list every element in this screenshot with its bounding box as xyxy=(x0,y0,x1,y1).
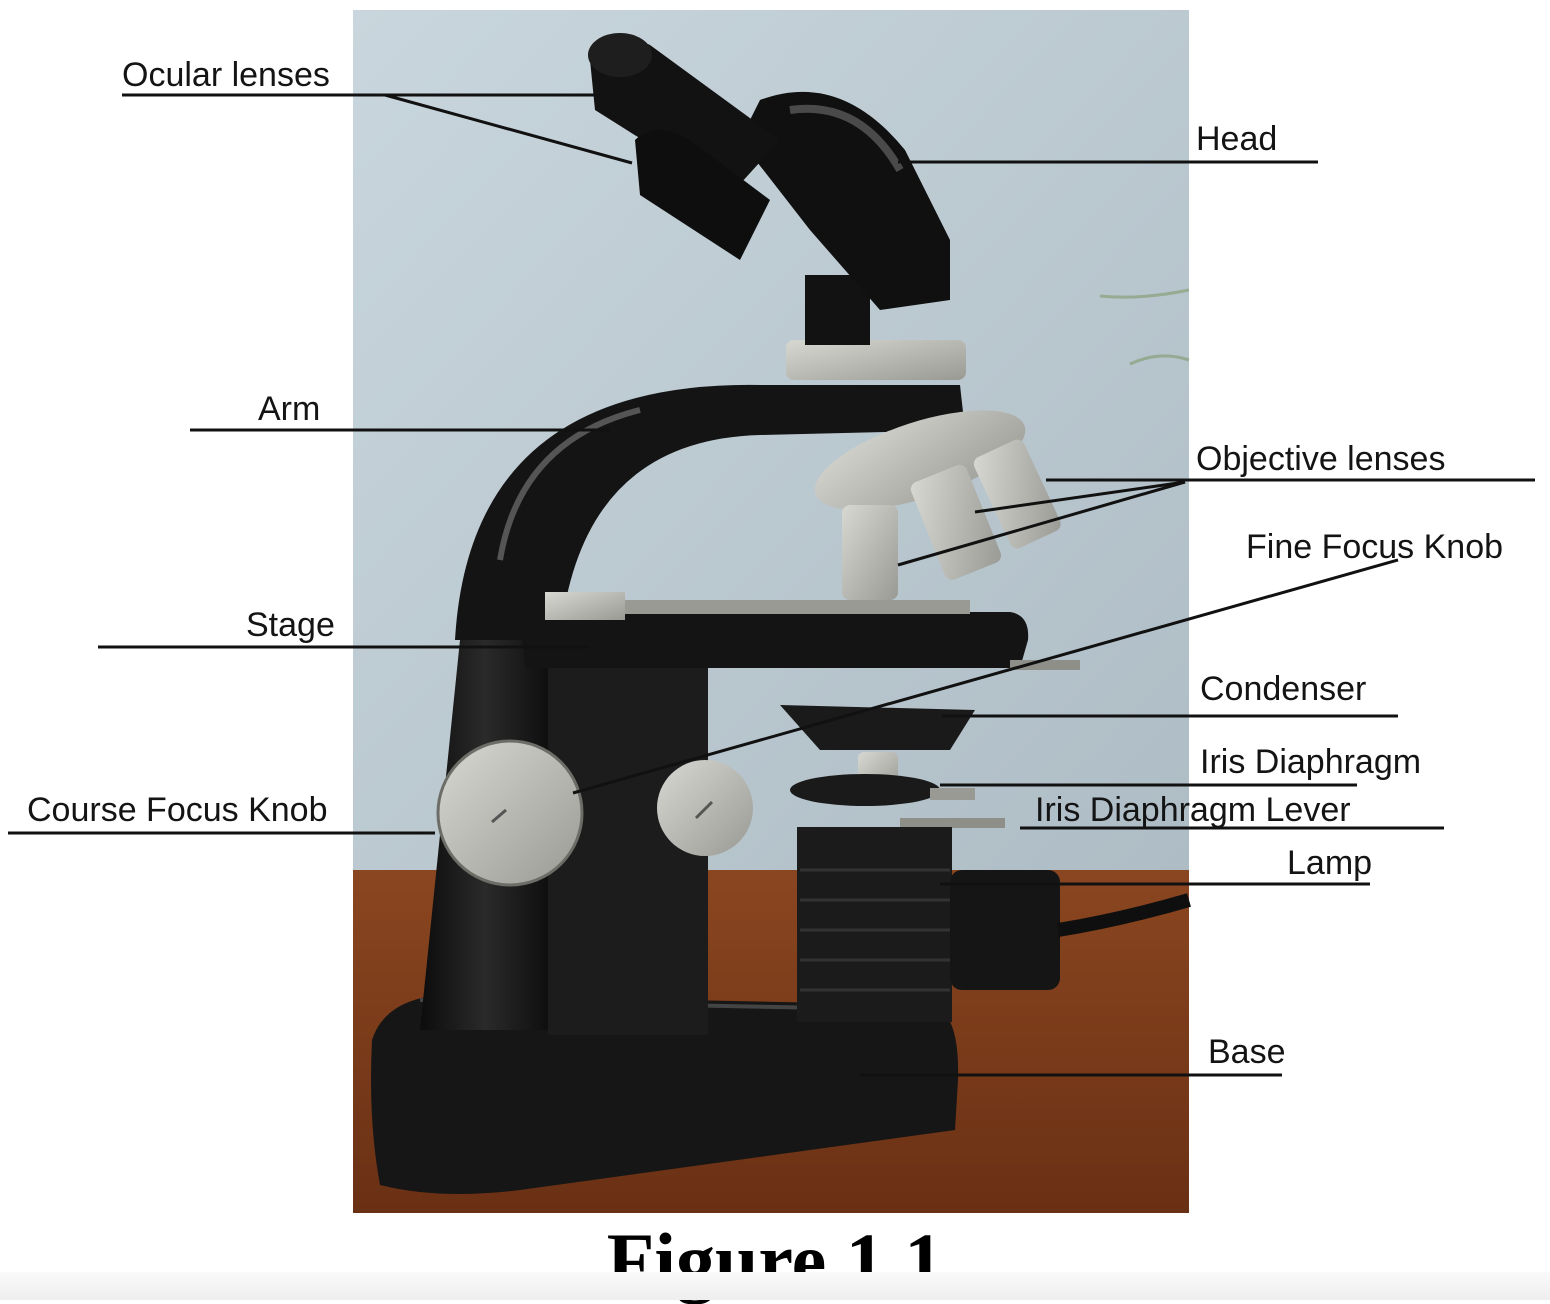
label-lamp: Lamp xyxy=(1287,844,1373,882)
label-iris-diaphragm: Iris Diaphragm xyxy=(1200,743,1422,781)
turret-disc xyxy=(814,410,1026,510)
label-objective-lenses: Objective lenses xyxy=(1196,440,1446,478)
stage-clip xyxy=(545,592,625,620)
nosepiece-collar xyxy=(786,340,966,380)
plant-leaves xyxy=(1099,288,1190,366)
iris-lever-shape xyxy=(930,788,975,800)
label-stage: Stage xyxy=(246,606,335,644)
course-focus-knob-shape xyxy=(438,741,582,885)
objective-lenses-line-branch-1 xyxy=(974,480,1186,514)
lamp-socket xyxy=(950,870,1060,990)
objective-lens-3 xyxy=(973,439,1061,549)
stage-top xyxy=(590,600,970,614)
leader-lines xyxy=(8,93,1535,1077)
ocular-lenses-line-branch xyxy=(384,93,633,165)
head-body xyxy=(740,91,950,311)
ocular-eyepiece xyxy=(588,33,652,77)
condenser-shape xyxy=(780,705,975,750)
label-ocular-lenses: Ocular lenses xyxy=(122,56,330,94)
focus-block xyxy=(548,665,708,1035)
iris-diaphragm-ring xyxy=(790,774,940,806)
objective-lenses-line-branch-2 xyxy=(897,480,1186,567)
fine-focus-knob-line xyxy=(572,558,1399,795)
head-neck xyxy=(805,275,870,345)
objective-lens-2 xyxy=(910,464,1002,580)
arm-shape xyxy=(455,384,965,640)
fine-knob-screw xyxy=(694,800,714,820)
label-base: Base xyxy=(1208,1033,1286,1071)
label-fine-focus-knob: Fine Focus Knob xyxy=(1246,528,1504,566)
head-highlight xyxy=(789,104,904,172)
label-arm: Arm xyxy=(258,390,321,428)
power-cord xyxy=(1056,893,1191,937)
objective-lens-1 xyxy=(842,505,898,600)
course-knob-screw xyxy=(491,808,507,824)
label-condenser: Condenser xyxy=(1200,670,1367,708)
lamp-ribs xyxy=(800,868,950,992)
label-iris-diaphragm-lever: Iris Diaphragm Lever xyxy=(1035,791,1351,829)
filter-plate xyxy=(900,818,1005,828)
ocular-tube-upper xyxy=(590,40,780,195)
label-course-focus-knob: Course Focus Knob xyxy=(27,791,328,829)
course-focus-knob-rim xyxy=(436,739,584,887)
base-shape xyxy=(371,995,959,1194)
stage-rail xyxy=(1010,660,1080,670)
lamp-housing xyxy=(797,827,952,1022)
arm-highlight xyxy=(497,407,641,561)
stage-plate xyxy=(520,612,1029,668)
ocular-tube-lower xyxy=(635,130,770,260)
microscope xyxy=(371,33,1191,1194)
label-head: Head xyxy=(1196,120,1278,158)
bottom-bar xyxy=(0,1272,1550,1300)
